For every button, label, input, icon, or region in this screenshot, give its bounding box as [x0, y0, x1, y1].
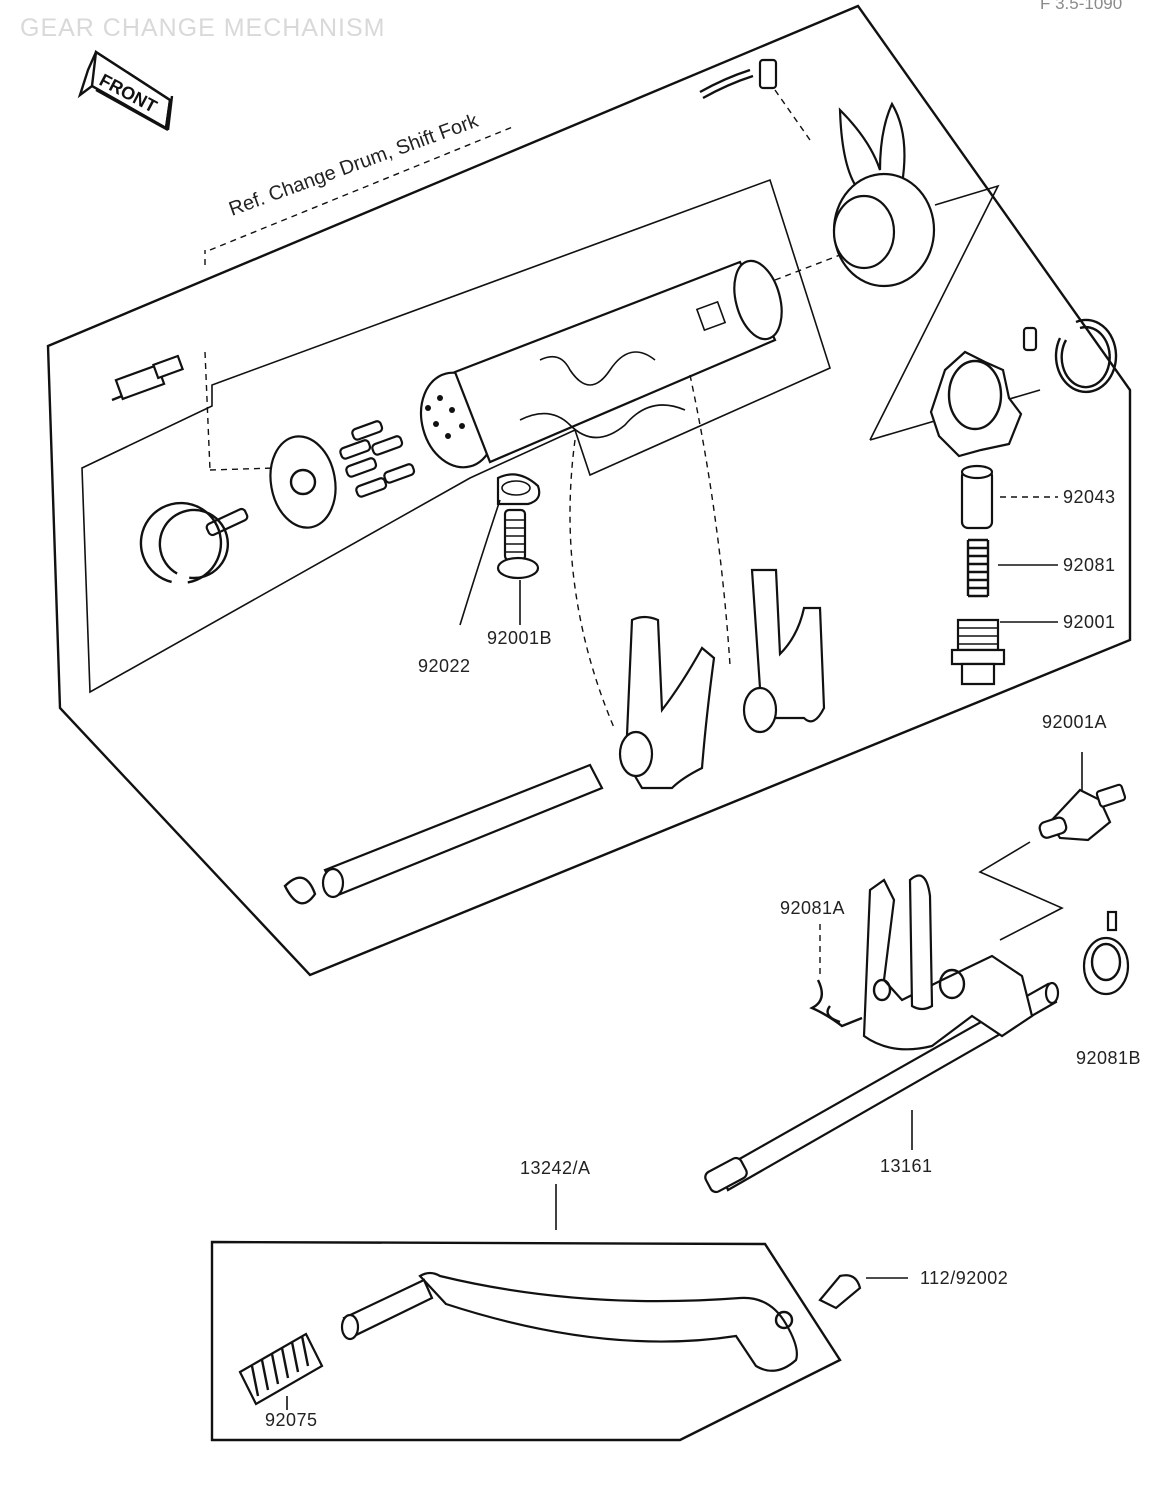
part-label-92075: 92075 [265, 1410, 318, 1430]
reference-box [81, 178, 831, 694]
upper-assembly-frame [46, 4, 1132, 977]
cam-screw [205, 507, 249, 537]
fork-pin [758, 58, 778, 90]
part-label-92001: 92001 [1063, 612, 1116, 632]
page-title: GEAR CHANGE MECHANISM [20, 14, 386, 42]
part-label-92081b: 92081B [1076, 1048, 1142, 1068]
shift-fork-rod [283, 763, 604, 905]
part-label-92001a: 92001A [1042, 712, 1108, 732]
front-arrow-icon: FRONT [77, 49, 174, 132]
circlip-left [139, 501, 230, 584]
positioning-star [929, 350, 1023, 458]
shift-pedal [340, 1271, 798, 1372]
shaft-collar [1082, 910, 1130, 996]
page-code: F 3.5-1090 [1040, 0, 1123, 13]
star-pin [1022, 326, 1038, 352]
pedal-assembly-frame [210, 1240, 842, 1442]
pedal-bolt [818, 1274, 862, 1310]
stopper-bolt [496, 508, 540, 580]
part-label-92001b: 92001B [487, 628, 553, 648]
part-label-112-92002: 112/92002 [920, 1268, 1009, 1288]
part-label-92043: 92043 [1063, 487, 1116, 507]
change-drum [419, 259, 783, 469]
shift-fork-right [832, 101, 936, 288]
fork-pin-clip [699, 68, 754, 100]
positioning-pin [960, 464, 994, 530]
positioning-spring [966, 538, 990, 598]
shift-fork-left [618, 615, 716, 790]
neutral-switch [111, 354, 185, 402]
part-label-92081: 92081 [1063, 555, 1116, 575]
return-spring [809, 979, 863, 1028]
part-label-13161: 13161 [880, 1156, 933, 1176]
shift-fork-center [742, 568, 826, 734]
positioning-plug [950, 618, 1006, 686]
stopper-washer [496, 473, 541, 506]
pedal-rubber [238, 1332, 324, 1406]
circlip-right [1054, 318, 1118, 394]
cam-plate [269, 435, 337, 529]
return-spring-pin [1038, 783, 1127, 842]
drum-pins [339, 420, 416, 498]
part-label-13242a: 13242/A [520, 1158, 591, 1178]
gear-shift-shaft [704, 874, 1060, 1194]
part-label-92081a: 92081A [780, 898, 846, 918]
part-label-92022: 92022 [418, 656, 471, 676]
